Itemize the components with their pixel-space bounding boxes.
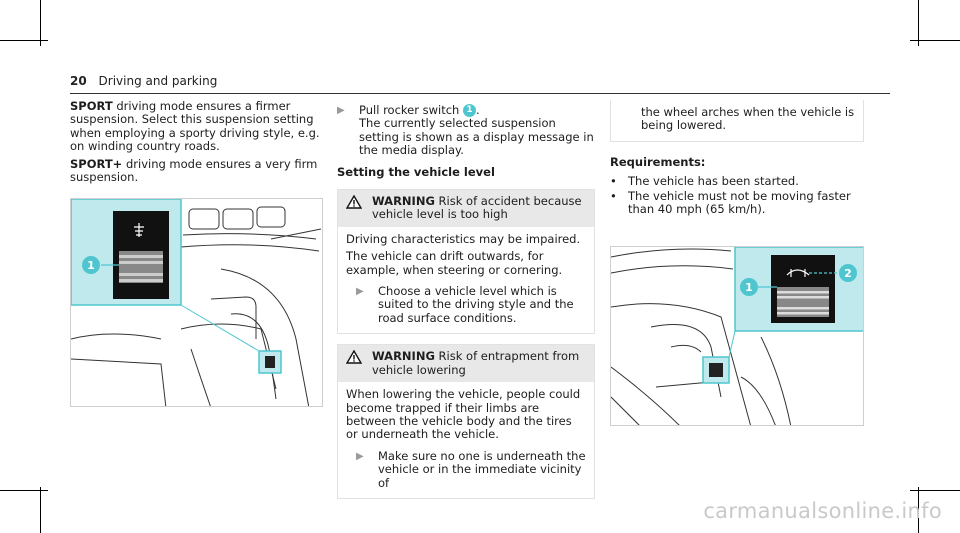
- header-rule: [70, 93, 890, 94]
- warning-box-2: WARNING Risk of entrapment from vehicle …: [337, 344, 595, 499]
- warning-body: When lowering the vehicle, people could …: [338, 382, 594, 498]
- step-arrow-icon: ▶: [337, 105, 345, 116]
- warning-body: Driving characteristics may be impaired.…: [338, 227, 594, 333]
- callout-1: 1: [745, 281, 753, 294]
- page-header: 20 Driving and parking: [70, 74, 217, 88]
- requirement-item: • The vehicle has been started.: [610, 174, 864, 189]
- figure-level-switch: 2 1: [610, 246, 864, 426]
- console-illustration: 1: [71, 199, 322, 406]
- warning-text: The vehicle can drift outwards, for exam…: [346, 249, 563, 277]
- warning-label: WARNING: [372, 349, 435, 364]
- requirement-text: The vehicle has been started.: [628, 174, 799, 189]
- warning-continuation: the wheel arches when the vehicle is bei…: [610, 100, 864, 142]
- warning-step: ▶ Make sure no one is underneath the veh…: [346, 448, 586, 490]
- crop-mark: [910, 490, 960, 491]
- section-title: Driving and parking: [98, 74, 218, 88]
- callout-2: 2: [844, 267, 852, 280]
- column-2: ▶ Pull rocker switch 1. The currently se…: [337, 103, 595, 499]
- warning-box-1: WARNING Risk of accident because vehicle…: [337, 189, 595, 335]
- requirement-item: • The vehicle must not be moving faster t…: [610, 188, 864, 217]
- continued-warning-step: the wheel arches when the vehicle is bei…: [641, 105, 855, 133]
- warning-text: Driving characteristics may be impaired.: [346, 231, 581, 246]
- crop-mark: [40, 0, 41, 46]
- bullet-icon: •: [610, 188, 617, 203]
- column-1: SPORT driving mode ensures a firmer susp…: [70, 99, 322, 188]
- requirements-heading: Requirements:: [610, 154, 706, 169]
- warning-label: WARNING: [372, 194, 435, 209]
- section-heading: Setting the vehicle level: [337, 164, 495, 179]
- page-number: 20: [70, 74, 87, 88]
- warning-title: Risk of entrapment from vehicle lowering: [372, 349, 580, 377]
- crop-mark: [0, 40, 48, 41]
- warning-step: ▶ Choose a vehicle level which is suited…: [346, 284, 586, 325]
- crop-mark: [0, 490, 48, 491]
- warning-triangle-icon: [345, 349, 364, 377]
- crop-mark: [918, 0, 919, 46]
- bullet-icon: •: [610, 174, 617, 189]
- figure-rocker-switch: 1: [70, 198, 323, 407]
- instruction-step: ▶ Pull rocker switch 1. The currently se…: [337, 103, 595, 158]
- warning-step-text: Make sure no one is underneath the vehic…: [378, 448, 586, 490]
- warning-title: Risk of accident because vehicle level i…: [372, 194, 582, 222]
- callout-badge: 1: [462, 104, 476, 117]
- step-result: The currently selected suspension settin…: [359, 116, 594, 158]
- warning-step-text: Choose a vehicle level which is suited t…: [378, 284, 574, 325]
- callout-1: 1: [87, 259, 95, 272]
- step-period: .: [475, 103, 480, 117]
- sport-paragraph: SPORT driving mode ensures a firmer susp…: [70, 99, 322, 154]
- console-illustration: 2 1: [611, 247, 863, 425]
- crop-mark: [910, 40, 960, 41]
- crop-mark: [918, 487, 919, 533]
- sport-term: SPORT: [70, 99, 113, 113]
- sportplus-paragraph: SPORT+ driving mode ensures a very firm …: [70, 156, 322, 185]
- warning-triangle-icon: [345, 194, 364, 222]
- watermark: carmanualsonline.info: [703, 499, 942, 523]
- warning-header: WARNING Risk of entrapment from vehicle …: [338, 345, 594, 383]
- step-arrow-icon: ▶: [356, 450, 364, 462]
- column-3: the wheel arches when the vehicle is bei…: [610, 100, 864, 217]
- warning-text: When lowering the vehicle, people could …: [346, 387, 581, 442]
- sportplus-term: SPORT+: [70, 156, 123, 171]
- step-text: Pull rocker switch: [359, 103, 460, 117]
- step-arrow-icon: ▶: [356, 286, 364, 298]
- requirement-text: The vehicle must not be moving faster th…: [628, 188, 851, 217]
- warning-header: WARNING Risk of accident because vehicle…: [338, 190, 594, 227]
- crop-mark: [40, 487, 41, 533]
- sport-text: driving mode ensures a firmer suspension…: [70, 99, 320, 154]
- sportplus-text: driving mode ensures a very firm suspens…: [70, 156, 318, 185]
